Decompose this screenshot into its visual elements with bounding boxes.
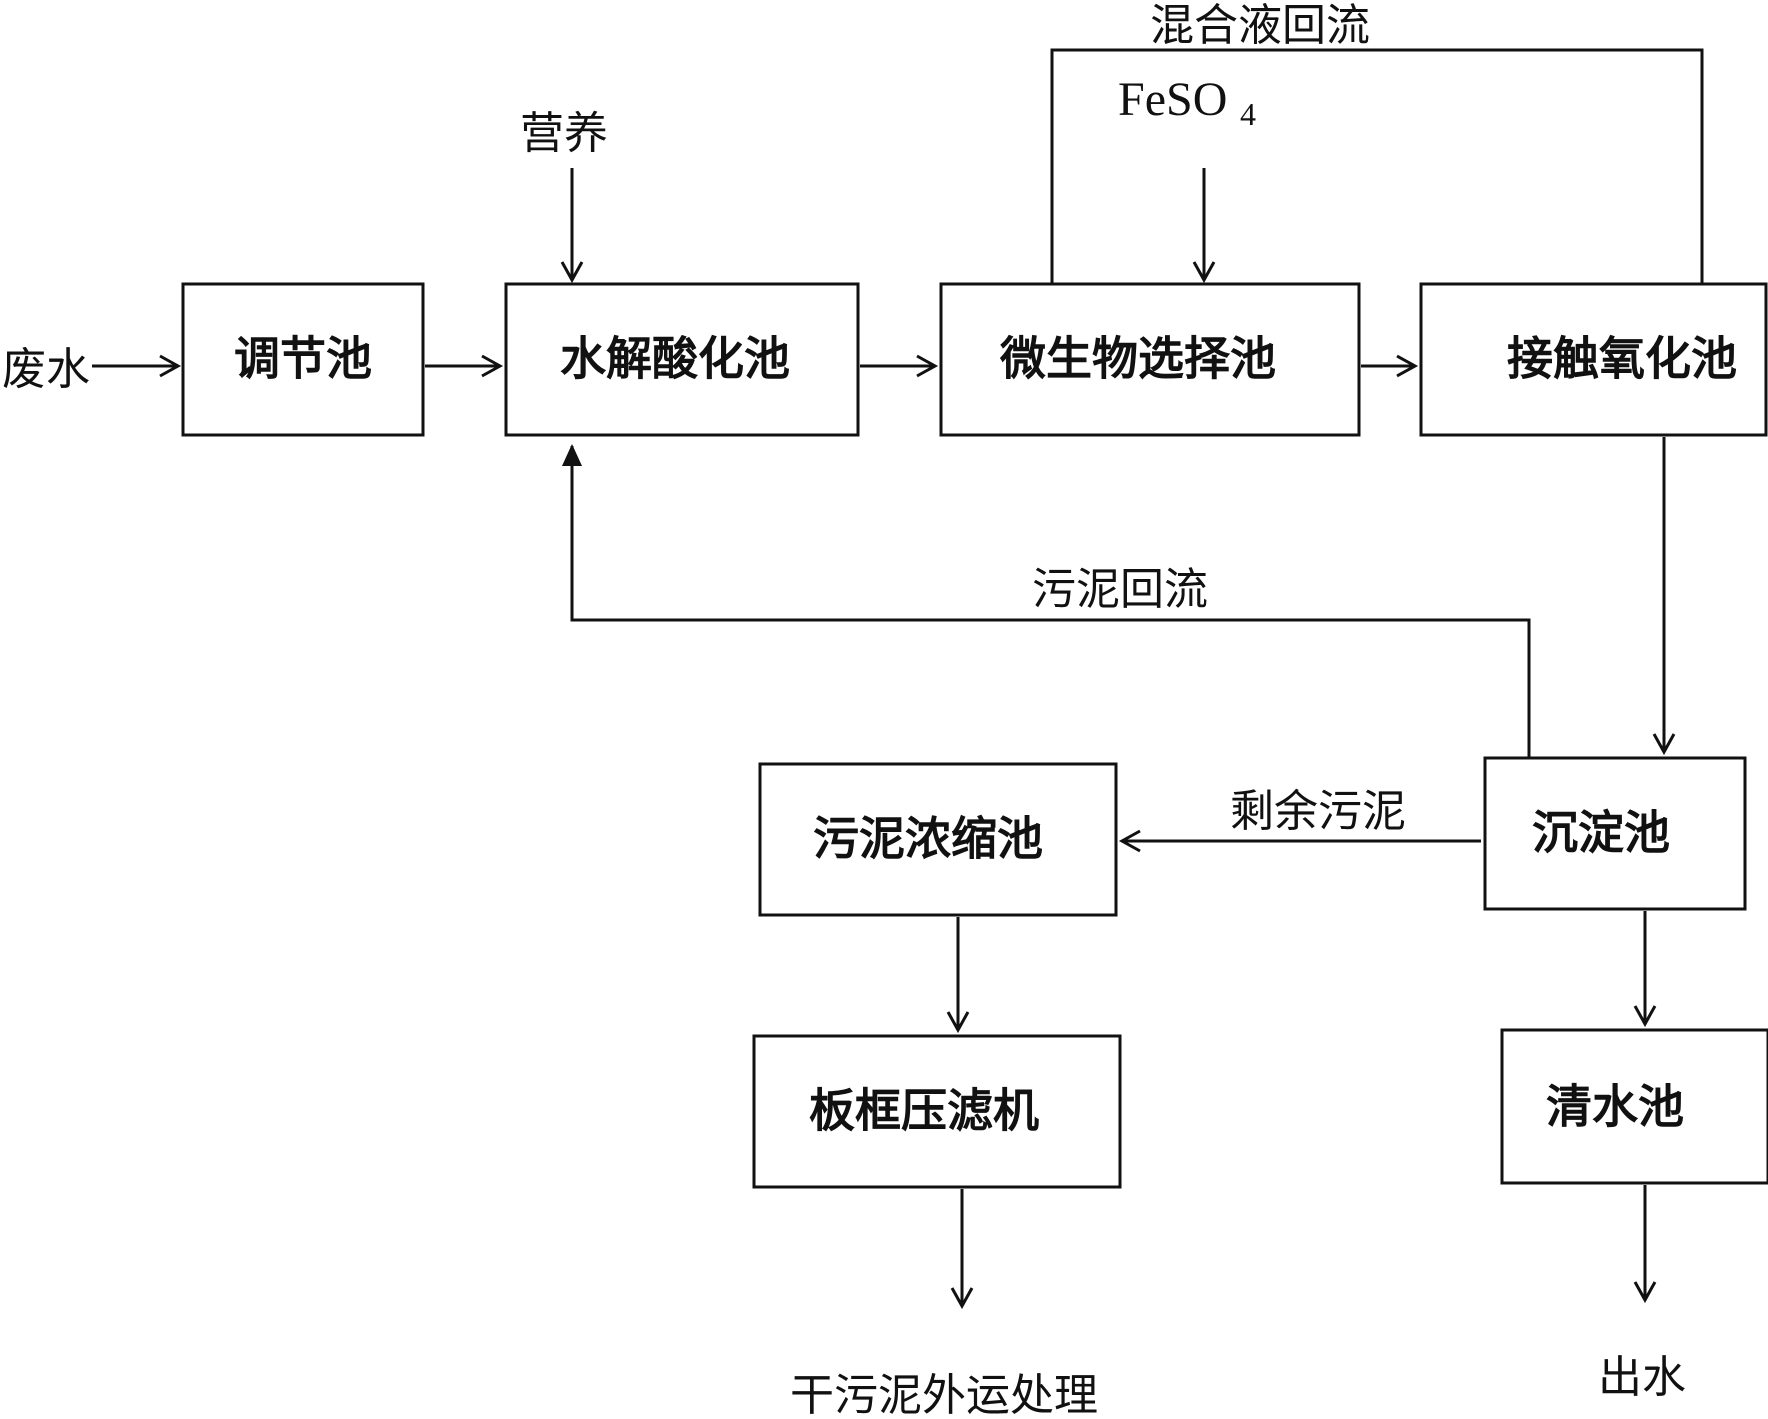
- clear-water-tank-label: 清水池: [1546, 1080, 1684, 1134]
- sludge-return-line: [562, 444, 1531, 758]
- hydrolysis-acidification-tank-label: 水解酸化池: [560, 332, 790, 386]
- ferrous-sulfate-label-main: FeSO: [1118, 73, 1227, 126]
- nutrients-label: 营养: [520, 108, 608, 159]
- plate-frame-filter-press-node: 板框压滤机: [752, 1034, 1122, 1189]
- microbial-selector-tank-label: 微生物选择池: [999, 332, 1276, 386]
- contact-oxidation-tank-label: 接触氧化池: [1507, 332, 1737, 386]
- contact-oxidation-tank-node: 接触氧化池: [1419, 282, 1768, 437]
- regulating-tank-node: 调节池: [181, 282, 425, 437]
- clear-water-tank-box: [1500, 1028, 1768, 1185]
- regulating-tank-box: [181, 282, 425, 437]
- excess-sludge-label: 剩余污泥: [1230, 786, 1406, 837]
- ferrous-sulfate-label-subscript: 4: [1240, 96, 1256, 132]
- plate-frame-filter-press-box: [752, 1034, 1122, 1189]
- sludge-return-label: 污泥回流: [1032, 564, 1208, 615]
- mixed-liquor-return-line: [1050, 48, 1704, 284]
- dry-sludge-disposal-label: 干污泥外运处理: [790, 1370, 1098, 1419]
- mixed-liquor-return-label: 混合液回流: [1150, 0, 1370, 51]
- clear-water-tank-node: 清水池: [1500, 1028, 1768, 1185]
- hydrolysis-acidification-tank-box: [504, 282, 860, 437]
- sludge-thickener-box: [758, 762, 1118, 917]
- hydrolysis-acidification-tank-node: 水解酸化池: [504, 282, 860, 437]
- wastewater-label: 废水: [2, 344, 90, 395]
- ferrous-sulfate-label: FeSO 4: [1118, 73, 1256, 132]
- sludge-thickener-label: 污泥浓缩池: [813, 812, 1043, 866]
- microbial-selector-tank-node: 微生物选择池: [939, 282, 1361, 437]
- microbial-selector-tank-box: [939, 282, 1361, 437]
- sedimentation-tank-node: 沉淀池: [1483, 756, 1747, 911]
- sedimentation-tank-box: [1483, 756, 1747, 911]
- regulating-tank-label: 调节池: [234, 332, 372, 386]
- sludge-thickener-node: 污泥浓缩池: [758, 762, 1118, 917]
- contact-oxidation-tank-box: [1419, 282, 1768, 437]
- effluent-label: 出水: [1598, 1352, 1686, 1403]
- sedimentation-tank-label: 沉淀池: [1532, 806, 1670, 860]
- plate-frame-filter-press-label: 板框压滤机: [809, 1084, 1039, 1138]
